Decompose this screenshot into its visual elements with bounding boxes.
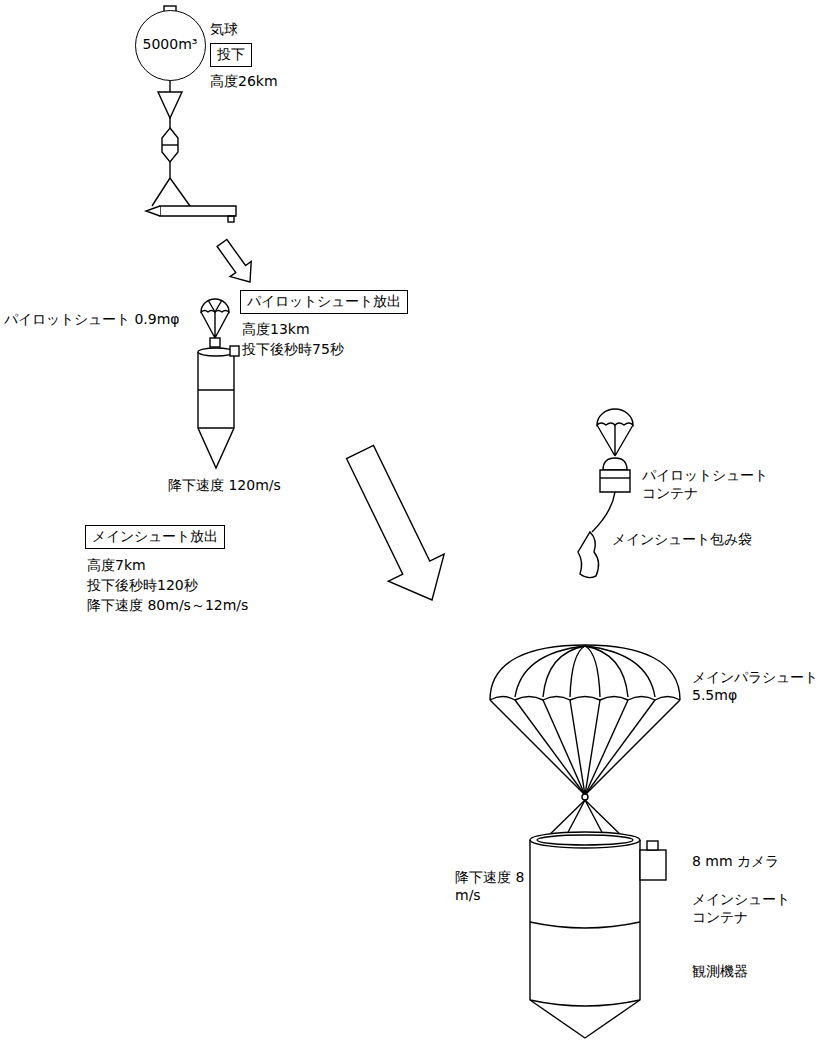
pilot-chute bbox=[597, 409, 633, 425]
payload-nose bbox=[146, 206, 160, 216]
stage-arrow bbox=[347, 445, 445, 600]
container-rim bbox=[530, 832, 640, 848]
suspension-line bbox=[585, 700, 680, 795]
annotation: 投下後秒時75秒 bbox=[242, 340, 344, 358]
node-text: パイロットシュート放出 bbox=[247, 293, 401, 311]
suspension-line bbox=[585, 700, 655, 795]
gore-line bbox=[585, 646, 655, 697]
annotation: メインシュート包み袋 bbox=[612, 530, 752, 548]
balloon-circle: 5000m³ bbox=[135, 10, 206, 81]
container-seam bbox=[530, 1000, 640, 1006]
stage-box: パイロットシュート放出 bbox=[240, 290, 408, 314]
capsule-body bbox=[198, 352, 234, 468]
camera bbox=[230, 346, 239, 356]
gore-line bbox=[543, 646, 585, 697]
annotation: 降下速度 80m/s～12m/s bbox=[87, 596, 248, 614]
container-seam bbox=[600, 477, 630, 478]
capsule-seam bbox=[198, 427, 234, 428]
gore-line bbox=[215, 300, 222, 312]
stage-box: 投下 bbox=[210, 43, 252, 67]
chute-bag bbox=[578, 532, 599, 578]
gore-line bbox=[570, 646, 585, 697]
line-art bbox=[146, 6, 680, 1038]
annotation: メインシュート コンテナ bbox=[692, 890, 790, 926]
annotation: 投下後秒時120秒 bbox=[87, 576, 198, 594]
annotation: 降下速度 120m/s bbox=[168, 476, 281, 494]
gore-line bbox=[585, 646, 600, 697]
rigging-line bbox=[169, 162, 170, 178]
rigging-line bbox=[169, 118, 170, 128]
suspension-line bbox=[543, 700, 585, 795]
stage-box: メインシュート放出 bbox=[85, 525, 225, 549]
suspension-line bbox=[570, 700, 585, 795]
container-dome bbox=[603, 458, 627, 470]
annotation: 高度13km bbox=[242, 320, 310, 338]
container-seam bbox=[530, 922, 640, 928]
annotation: 8 mm カメラ bbox=[692, 852, 779, 870]
pilot-chute-container bbox=[600, 470, 630, 492]
node-text: 投下 bbox=[217, 46, 245, 64]
chute-container bbox=[210, 338, 220, 347]
gore-line bbox=[585, 646, 628, 697]
container-inner-rim bbox=[537, 835, 633, 845]
payload-body bbox=[160, 206, 236, 216]
main-container bbox=[530, 840, 640, 1038]
suspension-line bbox=[585, 700, 628, 795]
suspension-line bbox=[490, 700, 585, 795]
camera-lens bbox=[647, 841, 658, 850]
canopy-edge bbox=[490, 697, 680, 701]
camera bbox=[640, 850, 666, 880]
annotation: 高度26km bbox=[210, 72, 278, 90]
shroud-lines bbox=[597, 425, 633, 456]
capsule-seam bbox=[198, 389, 234, 390]
annotation: パイロットシュート 0.9mφ bbox=[4, 310, 180, 328]
stage-arrow bbox=[217, 240, 251, 282]
riser-ring bbox=[582, 794, 588, 800]
gore-line bbox=[515, 646, 585, 697]
node-text: 5000m³ bbox=[143, 36, 198, 54]
capsule bbox=[162, 128, 178, 162]
node-text: メインシュート放出 bbox=[92, 528, 218, 546]
suspension-line bbox=[585, 700, 600, 795]
sling bbox=[152, 178, 190, 206]
capsule-top bbox=[198, 348, 234, 356]
payload-tab bbox=[228, 216, 234, 222]
annotation: 高度7km bbox=[87, 556, 146, 574]
annotation: 気球 bbox=[210, 20, 238, 38]
pilot-chute bbox=[201, 299, 229, 312]
annotation: メインパラシュート 5.5mφ bbox=[692, 668, 818, 704]
bag-line bbox=[592, 492, 615, 532]
canopy bbox=[490, 645, 680, 700]
capsule-seam bbox=[162, 144, 178, 145]
packed-chute bbox=[158, 92, 182, 118]
annotation: パイロットシュート コンテナ bbox=[642, 466, 768, 502]
gore-line bbox=[208, 300, 215, 312]
annotation: 観測機器 bbox=[692, 962, 748, 980]
suspension-line bbox=[515, 700, 585, 795]
shroud-lines bbox=[201, 312, 229, 338]
annotation: 降下速度 8 m/s bbox=[455, 868, 527, 904]
